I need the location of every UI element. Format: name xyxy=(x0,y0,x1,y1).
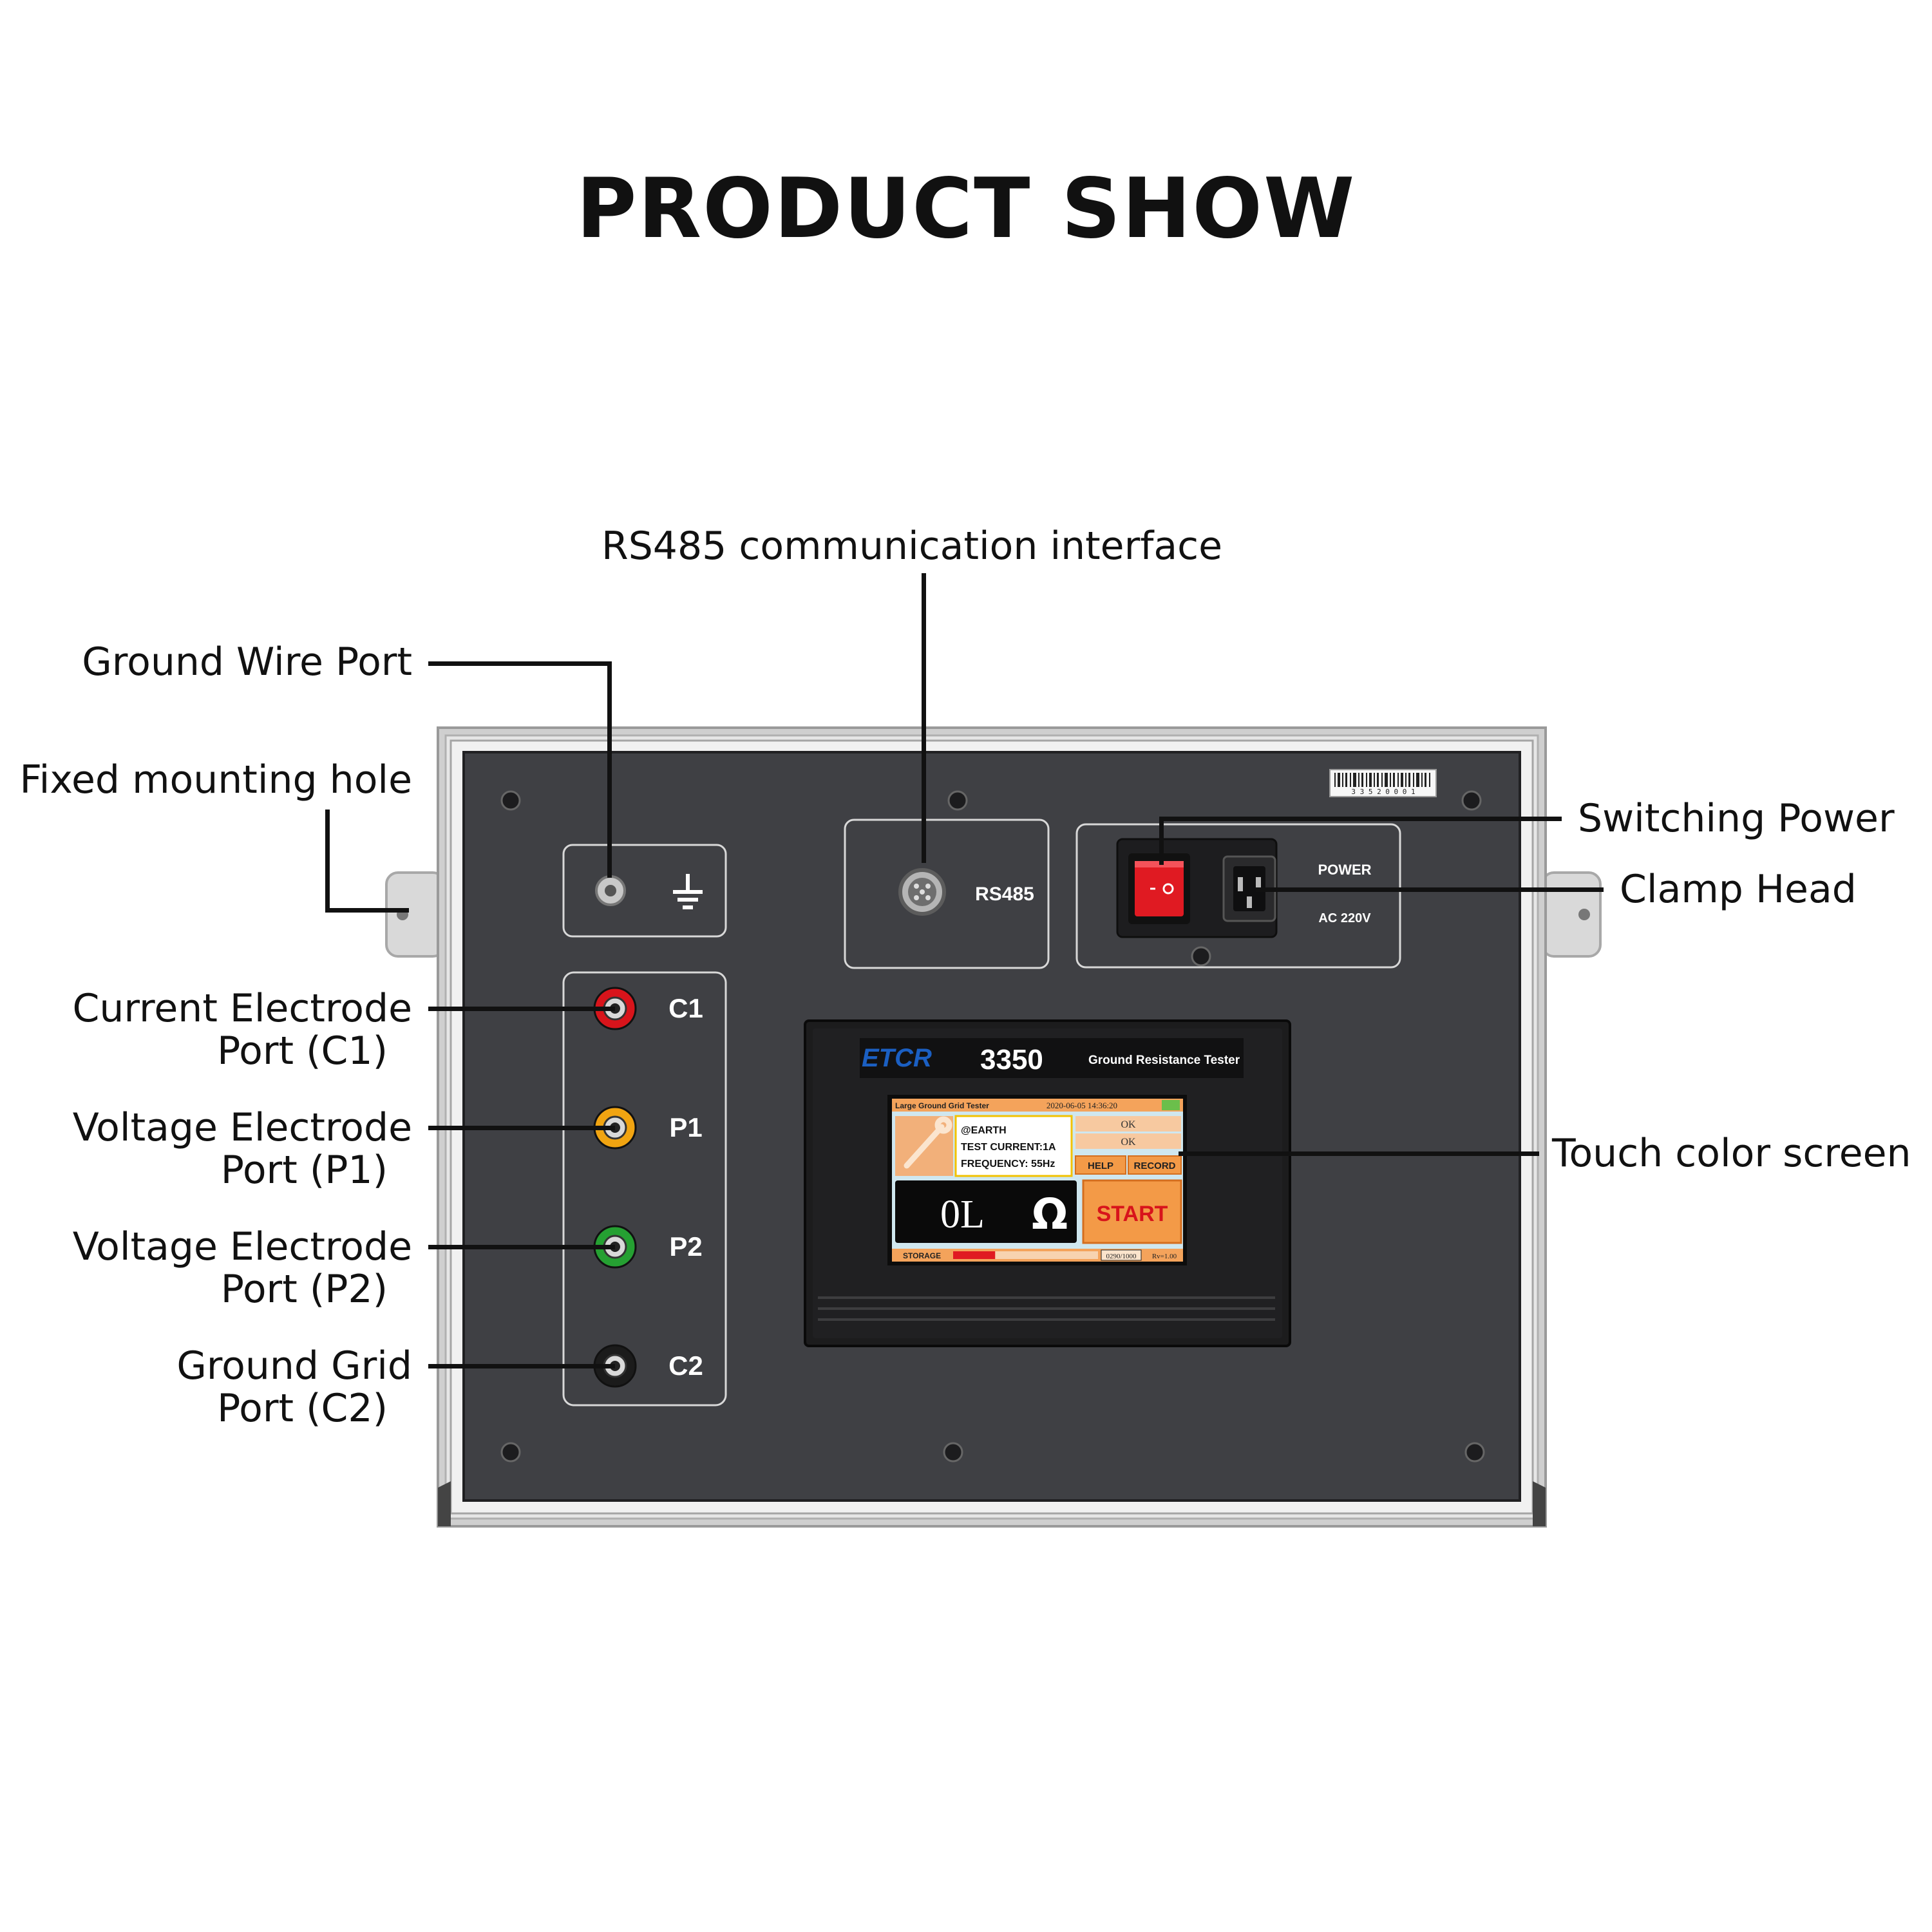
barcode-sticker: 3 3 5 2 0 0 0 1 xyxy=(1329,769,1437,797)
leader-rs485 xyxy=(922,573,926,863)
page-title: PRODUCT SHOW xyxy=(576,161,1356,257)
label-voltage-electrode-p1: Voltage Electrode Port (P1) xyxy=(73,1106,412,1191)
ratio-value: Rv=1.00 xyxy=(1152,1253,1177,1260)
reading-value: 0L xyxy=(940,1193,985,1236)
label-c1-line2: Port (C1) xyxy=(217,1028,388,1074)
start-button-label: START xyxy=(1097,1202,1168,1226)
rs485-label: RS485 xyxy=(975,884,1034,905)
leader-touch-screen xyxy=(1179,1151,1539,1156)
electrode-port-c1[interactable]: C1 xyxy=(593,987,703,1030)
label-c2-line1: Ground Grid xyxy=(176,1343,412,1388)
label-c1-line1: Current Electrode xyxy=(72,986,413,1031)
ground-port-box xyxy=(562,844,727,938)
wrench-icon xyxy=(904,1116,952,1169)
electrode-port-c2[interactable]: C2 xyxy=(593,1344,703,1388)
mounting-ear-right xyxy=(1541,871,1602,958)
label-current-electrode-c1: Current Electrode Port (C1) xyxy=(73,987,413,1072)
screen-header-title: Large Ground Grid Tester xyxy=(895,1101,989,1110)
port-label-c1: C1 xyxy=(668,993,703,1023)
help-button-label: HELP xyxy=(1088,1160,1113,1171)
panel-screws xyxy=(500,790,1485,1463)
leader-c1 xyxy=(428,1007,615,1011)
leader-switching-power-v xyxy=(1159,817,1164,865)
brand-logo: ETCR xyxy=(862,1044,932,1072)
power-box: POWER AC 220V xyxy=(1075,823,1401,969)
help-button[interactable] xyxy=(1075,1155,1126,1175)
label-fixed-mounting-hole: Fixed mounting hole xyxy=(19,757,412,802)
touch-screen[interactable]: Large Ground Grid Tester 2020-06-05 14:3… xyxy=(887,1095,1187,1265)
screen-info-line1: @EARTH xyxy=(961,1125,1007,1136)
screen-info-line2: TEST CURRENT:1A xyxy=(961,1142,1056,1153)
leader-mounting-v xyxy=(325,810,330,913)
leader-c2 xyxy=(428,1364,615,1368)
label-p1-line1: Voltage Electrode xyxy=(72,1105,412,1150)
power-switch[interactable] xyxy=(1135,861,1184,916)
ohm-unit: Ω xyxy=(1032,1189,1068,1239)
electrode-port-p2[interactable]: P2 xyxy=(593,1225,703,1269)
ground-symbol-icon xyxy=(673,874,703,909)
electrode-port-box xyxy=(562,971,727,1406)
power-label: POWER xyxy=(1318,862,1371,878)
record-button-label: RECORD xyxy=(1133,1160,1175,1171)
status-ok-2: OK xyxy=(1121,1137,1136,1148)
battery-icon xyxy=(1162,1100,1180,1110)
leader-p1 xyxy=(428,1126,615,1130)
label-c2-line2: Port (C2) xyxy=(217,1386,388,1431)
screen-info-line3: FREQUENCY: 55Hz xyxy=(961,1159,1055,1170)
storage-bar-fill xyxy=(953,1251,996,1259)
screen-datetime: 2020-06-05 14:36:20 xyxy=(1046,1101,1117,1110)
label-voltage-electrode-p2: Voltage Electrode Port (P2) xyxy=(73,1226,412,1311)
label-ground-wire-port: Ground Wire Port xyxy=(82,639,412,685)
label-p1-line2: Port (P1) xyxy=(220,1148,388,1193)
label-switching-power: Switching Power xyxy=(1578,796,1895,841)
label-p2-line2: Port (P2) xyxy=(220,1267,388,1312)
label-ground-grid-c2: Ground Grid Port (C2) xyxy=(176,1345,412,1430)
leader-ground-wire-h xyxy=(428,661,612,666)
voltage-label: AC 220V xyxy=(1318,911,1371,925)
device-name: Ground Resistance Tester xyxy=(1088,1054,1240,1067)
record-button[interactable] xyxy=(1128,1155,1182,1175)
label-rs485-interface: RS485 communication interface xyxy=(601,524,1223,569)
rs485-box: RS485 xyxy=(844,819,1050,969)
port-label-c2: C2 xyxy=(668,1350,703,1381)
mounting-ear-left xyxy=(385,871,446,958)
status-ok-1: OK xyxy=(1121,1119,1136,1130)
label-p2-line1: Voltage Electrode xyxy=(72,1224,412,1269)
reading-display xyxy=(895,1180,1077,1243)
port-label-p2: P2 xyxy=(669,1231,702,1262)
model-number: 3350 xyxy=(980,1044,1043,1075)
label-touch-screen: Touch color screen xyxy=(1552,1131,1911,1176)
storage-count: 0290/1000 xyxy=(1106,1253,1137,1260)
storage-label: STORAGE xyxy=(903,1251,941,1260)
leader-clamp-head xyxy=(1256,887,1604,892)
leader-mounting-h xyxy=(325,908,409,913)
label-clamp-head: Clamp Head xyxy=(1620,867,1857,912)
start-button[interactable] xyxy=(1082,1179,1182,1244)
leader-p2 xyxy=(428,1245,615,1249)
port-label-p1: P1 xyxy=(669,1112,702,1142)
barcode-number: 3 3 5 2 0 0 0 1 xyxy=(1351,788,1415,796)
leader-switching-power xyxy=(1159,817,1562,821)
electrode-port-p1[interactable]: P1 xyxy=(593,1106,703,1150)
leader-ground-wire-v xyxy=(607,661,612,878)
